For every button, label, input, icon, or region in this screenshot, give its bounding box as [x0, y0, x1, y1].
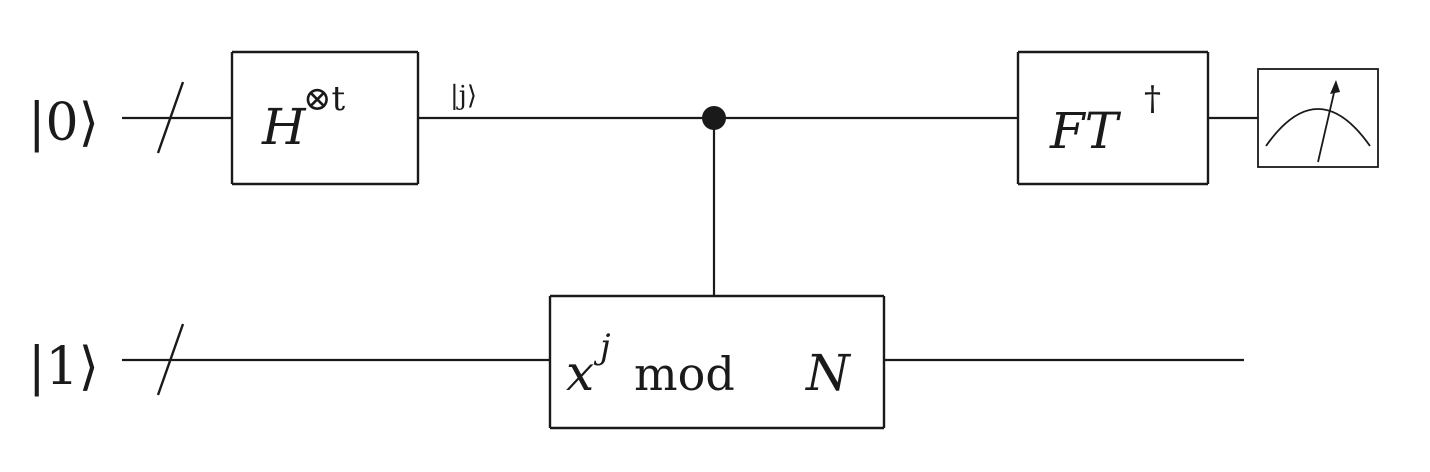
hadamard-gate-superscript: ⊗t [303, 79, 345, 119]
hadamard-gate-base: H [261, 98, 307, 156]
inverse-ft-gate-superscript: † [1144, 79, 1161, 119]
modexp-gate-base: x [566, 344, 594, 402]
input-ket-top: |0⟩ [28, 93, 99, 153]
modexp-gate-modulus: N [805, 344, 852, 402]
hadamard-gate: H ⊗t [230, 50, 420, 186]
inverse-ft-gate-base: FT [1049, 102, 1122, 160]
measurement-meter-icon [1257, 68, 1379, 168]
wire-label-j: |j⟩ [450, 81, 477, 111]
bottom-wire-multiqubit-slash [156, 323, 185, 396]
inverse-fourier-transform-gate: FT † [1016, 50, 1210, 186]
modexp-gate-mod-text: mod [634, 347, 735, 401]
modular-exponentiation-gate: x j mod N [548, 294, 886, 430]
top-wire-multiqubit-slash [156, 81, 185, 154]
input-ket-bottom: |1⟩ [28, 337, 99, 397]
